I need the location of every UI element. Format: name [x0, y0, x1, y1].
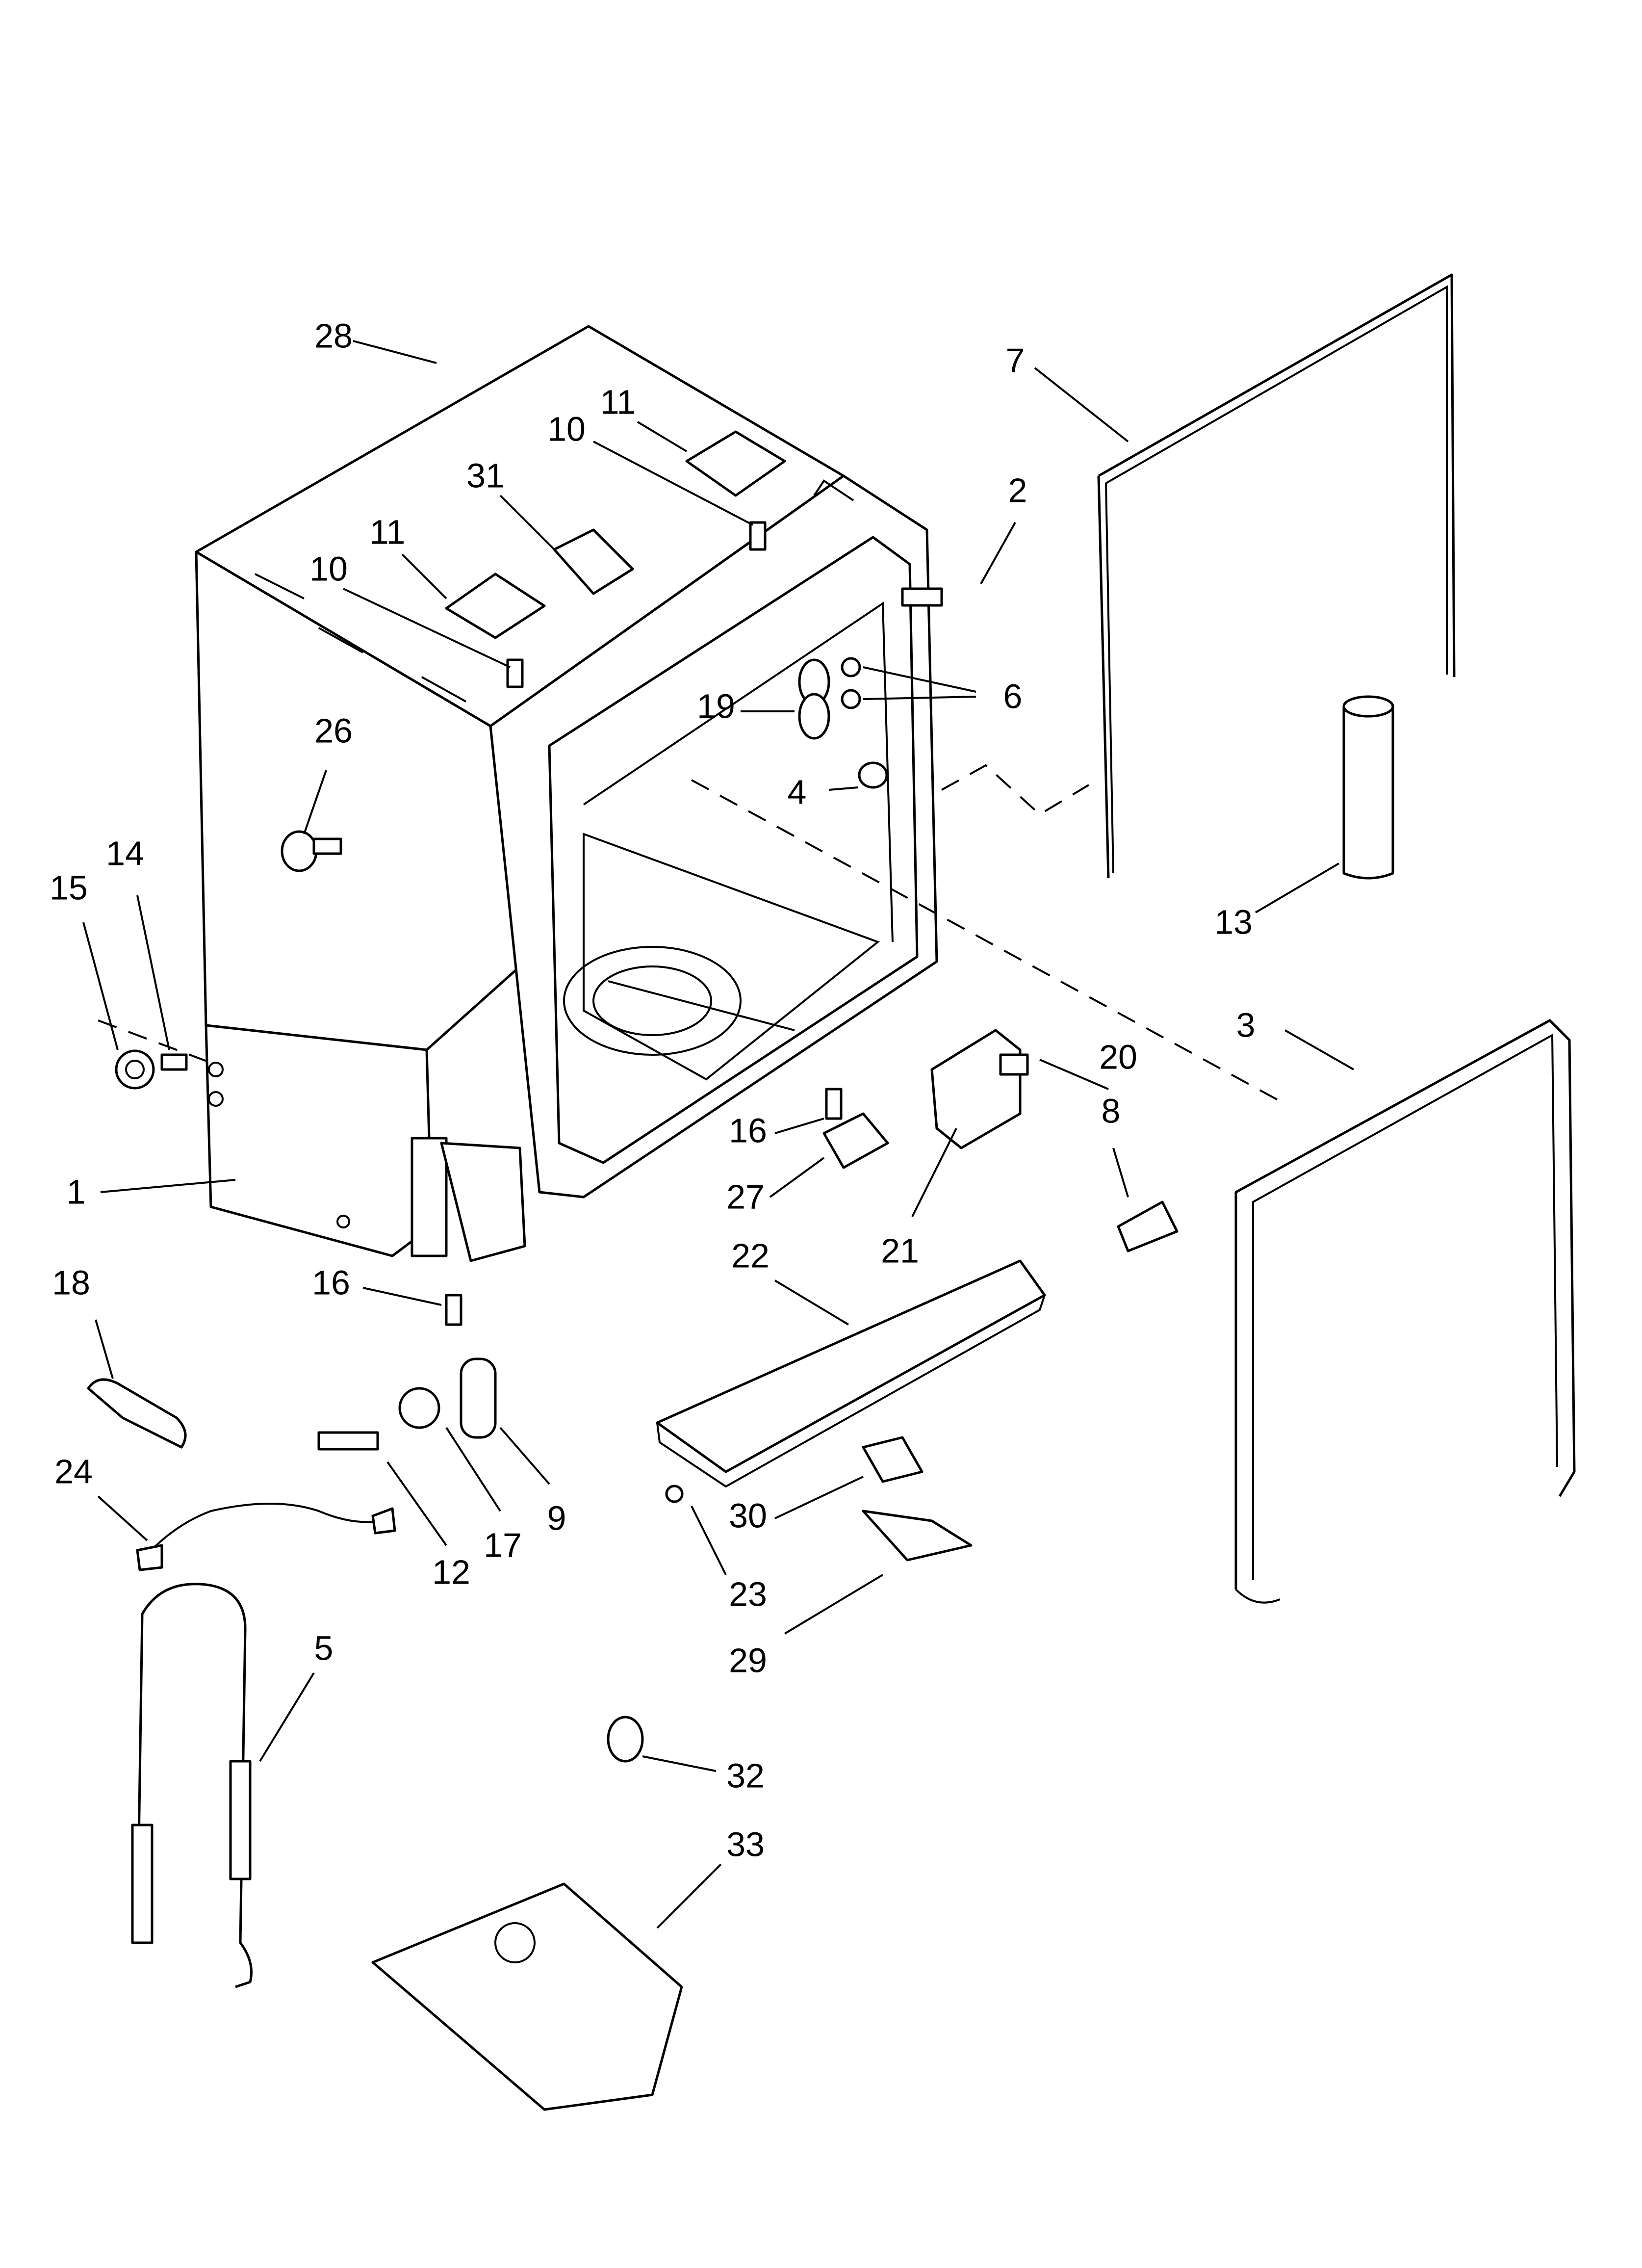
- door-spring: [87, 1378, 187, 1449]
- callout-20: 20: [1099, 1038, 1137, 1076]
- leader-lines: [82, 340, 1354, 1929]
- callout-13: 13: [1214, 903, 1253, 941]
- callout-10-top: 10: [547, 410, 586, 448]
- callout-22: 22: [731, 1236, 770, 1275]
- callout-6: 6: [1003, 677, 1023, 715]
- callout-18: 18: [52, 1263, 90, 1302]
- callout-16-right: 16: [729, 1111, 767, 1149]
- callout-15: 15: [50, 868, 88, 907]
- ground-wire: [136, 1503, 396, 1571]
- callout-24: 24: [54, 1452, 93, 1490]
- callout-29: 29: [729, 1641, 767, 1679]
- callout-26: 26: [314, 711, 353, 750]
- hardware-parts: [115, 430, 1179, 2111]
- callout-28: 28: [314, 316, 353, 355]
- callout-32: 32: [726, 1756, 765, 1795]
- insulation: [1342, 695, 1394, 880]
- callout-4: 4: [788, 773, 807, 811]
- callout-1: 1: [67, 1173, 86, 1211]
- drain-hose: [131, 1583, 253, 1988]
- base-frame: [205, 1024, 526, 1262]
- callout-19: 19: [697, 687, 735, 725]
- callout-30: 30: [729, 1496, 767, 1535]
- toe-panel: [656, 1259, 1046, 1488]
- callout-10-left: 10: [309, 549, 348, 588]
- callout-3: 3: [1236, 1006, 1256, 1044]
- callout-8: 8: [1102, 1092, 1121, 1130]
- callout-11-top: 11: [600, 383, 636, 421]
- callout-7: 7: [1006, 341, 1025, 379]
- callout-23: 23: [729, 1575, 767, 1613]
- callout-31: 31: [466, 456, 505, 495]
- callout-9: 9: [547, 1499, 566, 1537]
- callout-12: 12: [432, 1553, 470, 1591]
- callout-21: 21: [881, 1231, 919, 1270]
- callout-2: 2: [1008, 471, 1027, 509]
- callout-33: 33: [726, 1825, 765, 1863]
- callout-14: 14: [106, 834, 144, 872]
- callout-5: 5: [314, 1629, 334, 1667]
- reference-lines: [98, 764, 1285, 1105]
- callout-27: 27: [726, 1177, 765, 1216]
- callout-17: 17: [484, 1526, 522, 1564]
- tub-assembly: [195, 325, 938, 1199]
- callout-labels: 28 11 10 31 11 10 26 14 15 1 2 19 6 4 7 …: [50, 316, 1255, 1863]
- bracket-21: [930, 1029, 1022, 1149]
- door-gasket: [1097, 273, 1456, 879]
- callout-16-left: 16: [312, 1263, 350, 1302]
- tub-seal: [1234, 1019, 1576, 1604]
- callout-11-left: 11: [370, 513, 406, 551]
